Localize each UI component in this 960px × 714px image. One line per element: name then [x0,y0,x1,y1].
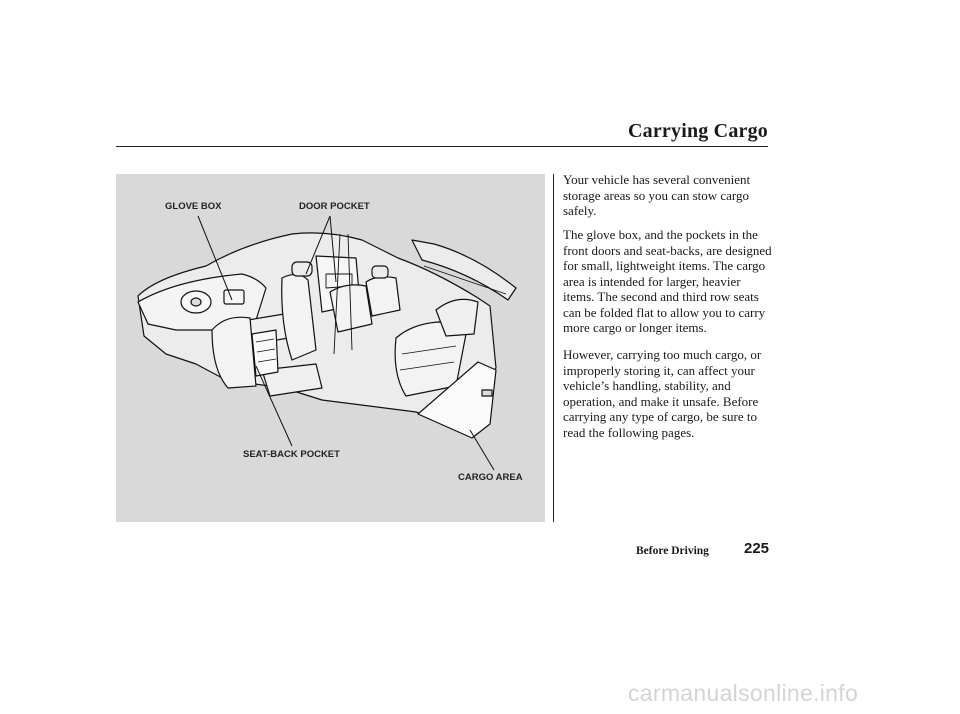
seat-back-pocket-leader [255,365,293,447]
cargo-area-label: CARGO AREA [458,472,523,483]
paragraph-text: However, carrying too much cargo, or imp… [563,347,762,440]
cargo-illustration: GLOVE BOX DOOR POCKET SEAT-BACK POCKET C… [116,174,545,522]
column-divider [553,174,554,522]
body-paragraph-3: However, carrying too much cargo, or imp… [563,347,775,440]
page-title: Carrying Cargo [628,120,768,142]
vehicle-interior-drawing [137,215,517,471]
glove-box-leader [197,215,233,301]
footer-section-label: Before Driving [636,545,709,557]
header-rule [116,146,768,147]
body-paragraph-2: The glove box, and the pockets in the fr… [563,227,775,336]
cargo-area-leader [469,429,495,471]
seat-back-pocket-panel [251,329,279,377]
door-pocket-leader-1 [305,215,331,275]
door-pocket-label: DOOR POCKET [299,201,370,212]
rear-hatch [411,239,517,301]
paragraph-text: The glove box, and the pockets in the fr… [563,227,772,335]
page-number: 225 [744,540,770,557]
paragraph-text: Your vehicle has several convenient stor… [563,172,751,218]
watermark: carmanualsonline.info [628,680,859,706]
door-pocket-leader-2 [329,215,337,283]
seat-back-pocket-label: SEAT-BACK POCKET [243,449,340,460]
glove-box-label: GLOVE BOX [165,201,222,212]
cargo-floor [417,361,497,439]
front-seat-driver [211,316,257,389]
body-paragraph-1: Your vehicle has several convenient stor… [563,172,775,219]
glove-box-door [223,289,245,305]
